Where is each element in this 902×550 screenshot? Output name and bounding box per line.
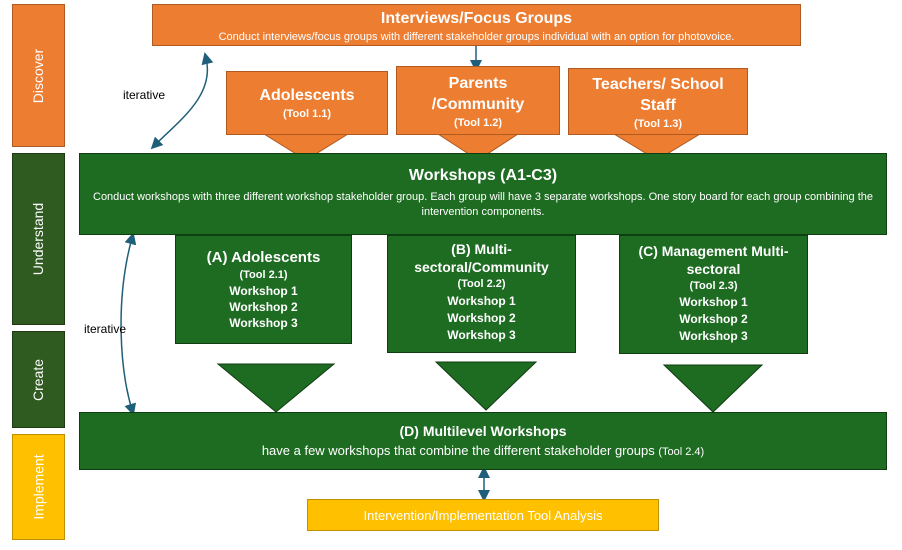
- track-a-w1: Workshop 1: [229, 284, 298, 298]
- multilevel-desc: have a few workshops that combine the di…: [261, 443, 655, 458]
- interviews-box: Interviews/Focus Groups Conduct intervie…: [152, 4, 801, 46]
- track-c-w2: Workshop 2: [679, 312, 748, 326]
- phase-implement: Implement: [12, 434, 65, 540]
- track-b-w1: Workshop 1: [447, 294, 516, 308]
- group-parents-name: Parents /Community: [431, 74, 525, 113]
- phase-discover-label: Discover: [30, 48, 47, 103]
- workshops-box: Workshops (A1-C3) Conduct workshops with…: [79, 153, 887, 235]
- group-teachers-name: Teachers/ School Staff: [592, 75, 724, 114]
- phase-create: Create: [12, 331, 65, 428]
- group-adolescents-tool: (Tool 1.1): [282, 107, 332, 120]
- track-b-name: (B) Multi-sectoral/Community: [414, 241, 549, 275]
- track-a-w3: Workshop 3: [229, 316, 298, 330]
- group-parents: Parents /Community (Tool 1.2): [396, 66, 560, 135]
- group-teachers-tool: (Tool 1.3): [633, 117, 683, 130]
- interviews-title: Interviews/Focus Groups: [380, 10, 573, 27]
- track-a-tool: (Tool 2.1): [239, 269, 288, 281]
- analysis-box: Intervention/Implementation Tool Analysi…: [307, 499, 659, 531]
- phase-create-label: Create: [30, 358, 47, 401]
- multilevel-tool: (Tool 2.4): [658, 446, 705, 458]
- track-a-down-arrow: [216, 363, 336, 413]
- track-c-box: (C) Management Multi-sectoral (Tool 2.3)…: [619, 235, 808, 354]
- track-c-tool: (Tool 2.3): [689, 280, 738, 292]
- track-b-w3: Workshop 3: [447, 328, 516, 342]
- track-a-name: (A) Adolescents: [206, 249, 321, 266]
- group-adolescents-name: Adolescents: [259, 86, 355, 104]
- phase-understand: Understand: [12, 153, 65, 325]
- workshops-desc: Conduct workshops with three different w…: [93, 191, 874, 218]
- analysis-label: Intervention/Implementation Tool Analysi…: [363, 507, 603, 523]
- phase-implement-label: Implement: [30, 454, 47, 520]
- multilevel-box: (D) Multilevel Workshops have a few work…: [79, 412, 887, 470]
- track-c-w3: Workshop 3: [679, 329, 748, 343]
- track-b-down-arrow: [434, 361, 538, 411]
- track-c-down-arrow: [662, 364, 764, 413]
- track-b-tool: (Tool 2.2): [457, 278, 506, 290]
- group-parents-tool: (Tool 1.2): [453, 116, 503, 129]
- group-teachers: Teachers/ School Staff (Tool 1.3): [568, 68, 748, 135]
- track-b-w2: Workshop 2: [447, 311, 516, 325]
- workshops-title: Workshops (A1-C3): [408, 167, 558, 184]
- multilevel-title: (D) Multilevel Workshops: [399, 423, 567, 439]
- phase-understand-label: Understand: [30, 202, 47, 276]
- track-a-w2: Workshop 2: [229, 300, 298, 314]
- iterative-label-top: iterative: [123, 88, 166, 102]
- track-b-box: (B) Multi-sectoral/Community (Tool 2.2) …: [387, 235, 576, 353]
- track-c-w1: Workshop 1: [679, 295, 748, 309]
- interviews-desc: Conduct interviews/focus groups with dif…: [218, 31, 735, 43]
- iterative-label-bottom: iterative: [84, 322, 127, 336]
- phase-discover: Discover: [12, 4, 65, 147]
- group-adolescents: Adolescents (Tool 1.1): [226, 71, 388, 135]
- track-c-name: (C) Management Multi-sectoral: [638, 243, 789, 277]
- track-a-box: (A) Adolescents (Tool 2.1) Workshop 1 Wo…: [175, 235, 352, 344]
